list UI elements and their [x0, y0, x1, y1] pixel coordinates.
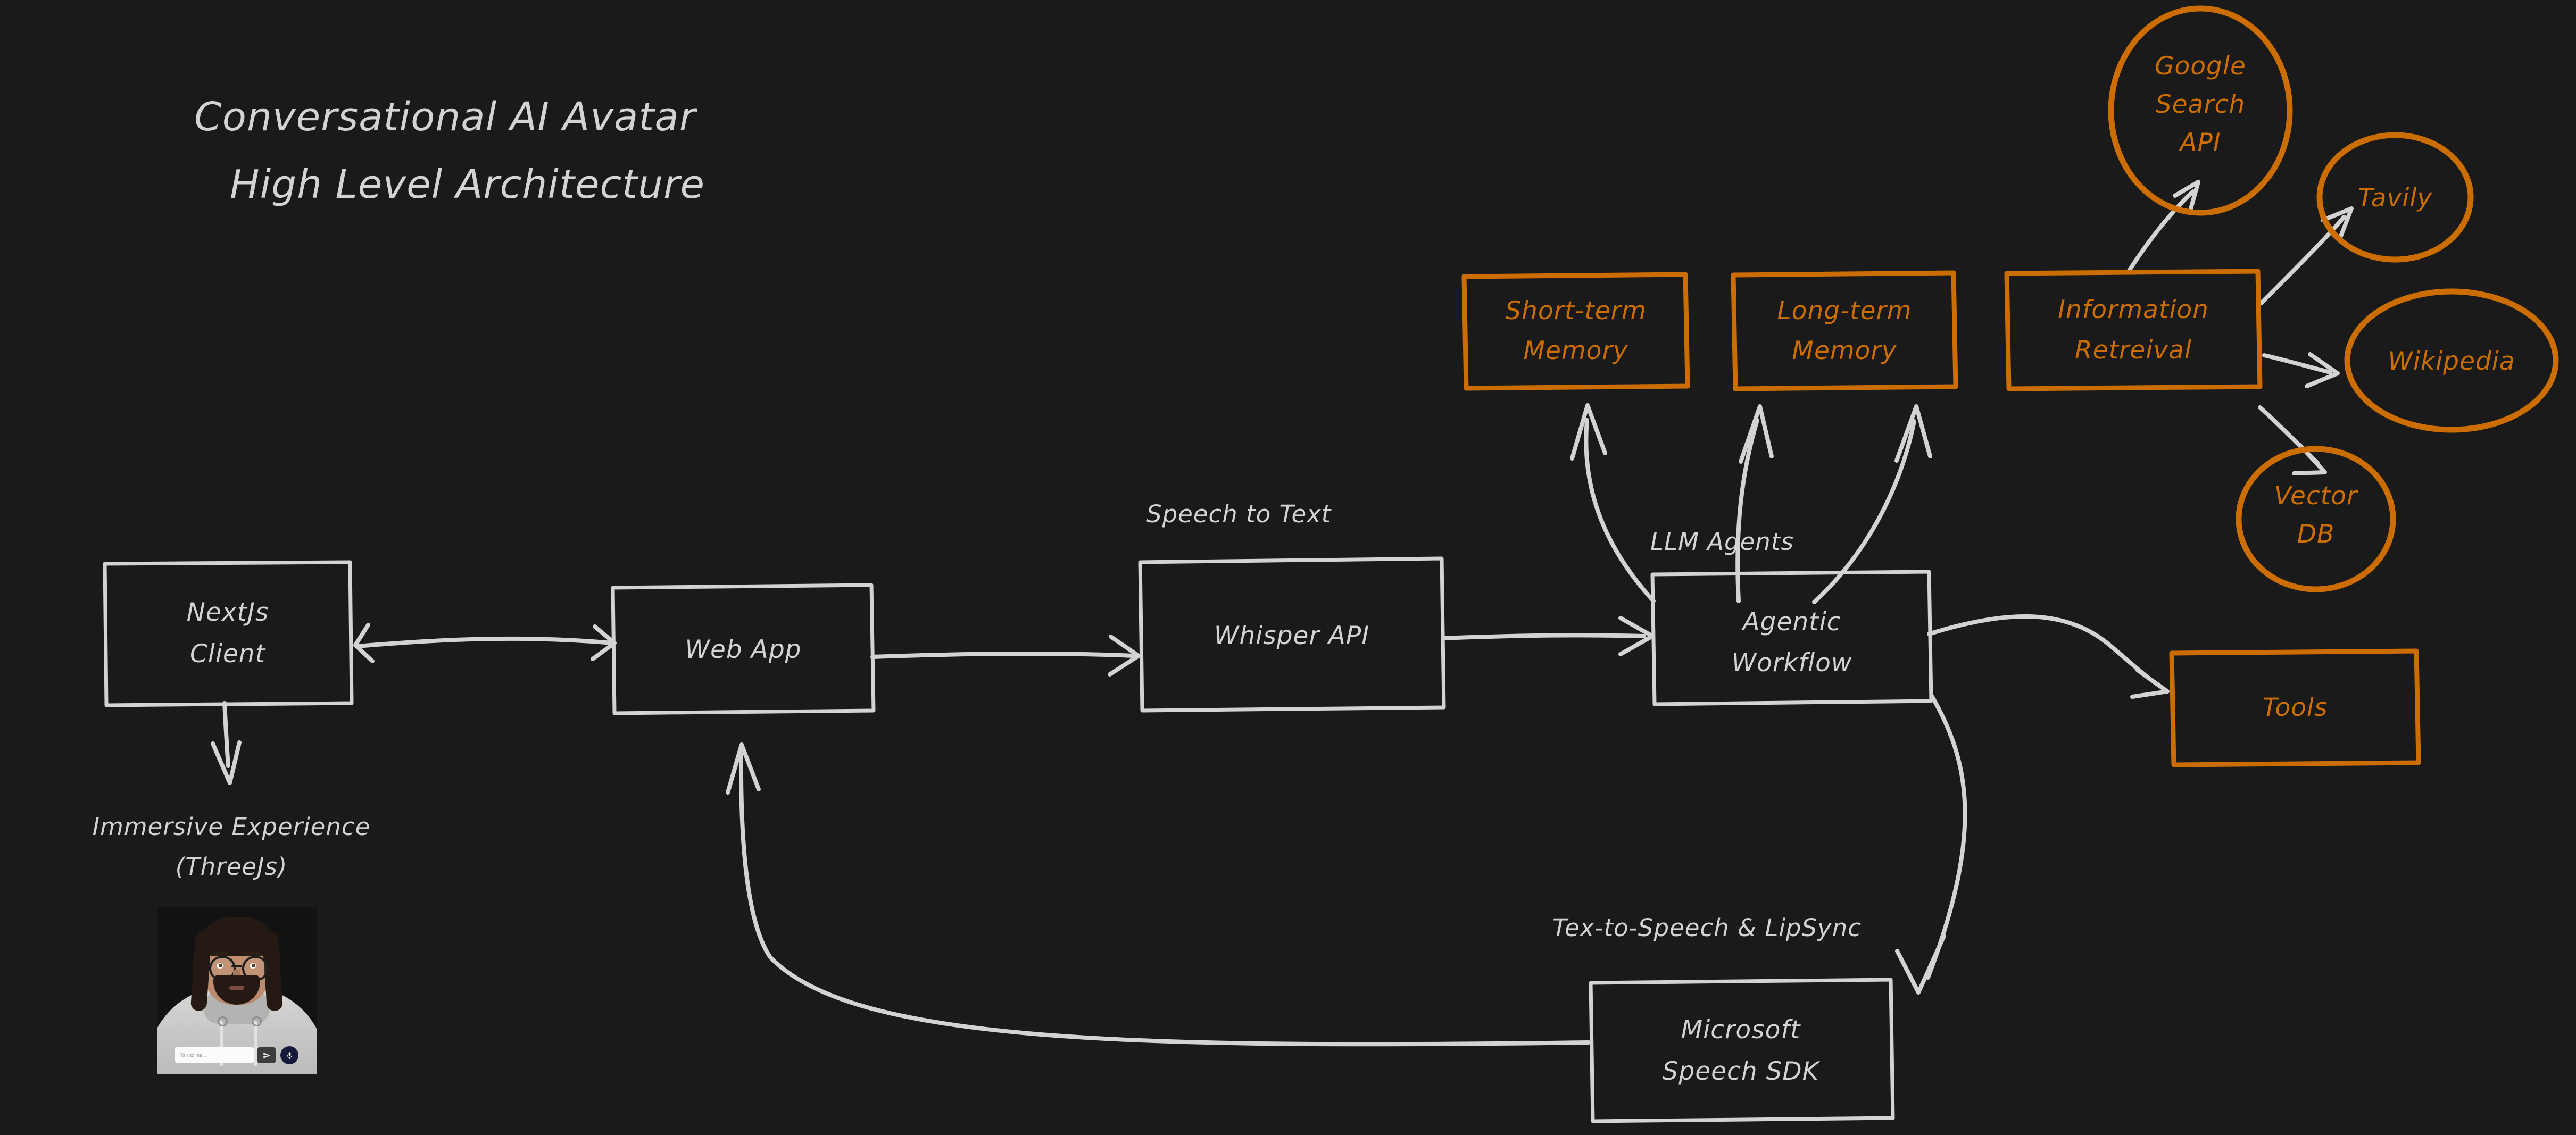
microphone-button[interactable] — [280, 1046, 298, 1064]
node-google-search-api-label-1: Google — [2155, 52, 2246, 81]
edge-label-speech-to-text: Speech to Text — [1146, 500, 1332, 528]
avatar-hoodie-eyelet-left — [218, 1016, 228, 1026]
node-google-search-api-label-3: API — [2178, 128, 2221, 157]
node-vector-db-label-1: Vector — [2274, 481, 2358, 511]
page-title-line1: Conversational AI Avatar — [194, 94, 698, 140]
node-wikipedia-label: Wikipedia — [2388, 347, 2515, 376]
edge-agentic-tools — [1927, 614, 2170, 699]
node-microsoft-speech-sdk-label-2: Speech SDK — [1663, 1057, 1821, 1086]
avatar-moustache — [225, 976, 248, 982]
node-whisper-api[interactable]: Whisper API — [1138, 556, 1446, 713]
edge-nextjs-immersive — [211, 701, 242, 785]
node-web-app-label: Web App — [685, 635, 802, 664]
node-long-term-memory-label-2: Memory — [1792, 336, 1897, 365]
microphone-icon — [287, 1051, 292, 1059]
edge-inforetrieval-google — [2126, 180, 2200, 274]
node-long-term-memory-label-1: Long-term — [1777, 296, 1912, 326]
arrow-head-icon — [2305, 352, 2340, 388]
arrow-head-icon — [1108, 635, 1141, 677]
node-google-search-api[interactable]: Google Search API — [2108, 5, 2293, 216]
caption-immersive-line2: (ThreeJs) — [176, 853, 288, 881]
send-paper-plane-icon — [263, 1052, 270, 1058]
node-tools[interactable]: Tools — [2169, 648, 2421, 767]
node-agentic-workflow[interactable]: Agentic Workflow — [1650, 570, 1933, 706]
avatar-chat-bar: Talk to me... — [175, 1046, 298, 1064]
arrow-head-icon — [2173, 180, 2200, 211]
page-title-line2: High Level Architecture — [230, 162, 705, 207]
edge-whisper-agentic — [1441, 616, 1655, 656]
talk-to-me-input[interactable]: Talk to me... — [175, 1047, 254, 1063]
node-microsoft-speech-sdk-label-1: Microsoft — [1681, 1015, 1801, 1045]
arrow-head-icon — [2130, 668, 2170, 699]
node-vector-db[interactable]: Vector DB — [2236, 446, 2396, 592]
arrow-head-icon — [1739, 404, 1774, 464]
node-agentic-workflow-label-1: Agentic — [1741, 607, 1841, 637]
node-web-app[interactable]: Web App — [611, 583, 876, 715]
node-microsoft-speech-sdk[interactable]: Microsoft Speech SDK — [1589, 978, 1895, 1123]
avatar-mouth — [229, 986, 244, 990]
arrow-head-icon — [2292, 443, 2327, 475]
avatar-glasses-bridge — [231, 965, 242, 967]
avatar-hair-top — [201, 917, 273, 956]
node-google-search-api-label-2: Search — [2156, 90, 2246, 119]
arrow-head-icon — [211, 740, 242, 785]
caption-immersive-line1: Immersive Experience — [93, 813, 371, 841]
arrow-head-icon — [2321, 206, 2354, 238]
node-tavily[interactable]: Tavily — [2316, 132, 2474, 263]
edge-speechsdk-webapp — [726, 742, 1591, 1047]
node-nextjs-client-label-2: Client — [190, 639, 266, 669]
edge-webapp-whisper — [870, 635, 1141, 677]
node-information-retrieval-label-2: Retreival — [2075, 336, 2192, 365]
node-wikipedia[interactable]: Wikipedia — [2344, 288, 2559, 433]
arrow-head-icon — [726, 742, 761, 795]
node-vector-db-label-2: DB — [2297, 520, 2334, 549]
node-information-retrieval[interactable]: Information Retreival — [2004, 269, 2263, 391]
arrow-head-icon — [1894, 404, 1932, 463]
arrow-head-icon — [1895, 934, 1946, 995]
edge-label-llm-agents: LLM Agents — [1650, 528, 1794, 556]
arrow-head-icon — [353, 623, 375, 663]
avatar-hoodie-string-left — [220, 1021, 223, 1066]
node-short-term-memory-label-2: Memory — [1523, 336, 1628, 365]
node-whisper-api-label: Whisper API — [1214, 621, 1369, 650]
edge-inforetrieval-tavily — [2259, 206, 2354, 305]
node-short-term-memory-label-1: Short-term — [1505, 296, 1647, 326]
avatar-preview: Talk to me... — [157, 907, 317, 1074]
edge-agentic-inforetrieval — [1812, 404, 1932, 604]
edge-inforetrieval-wikipedia — [2262, 352, 2340, 388]
edge-agentic-speechsdk — [1895, 695, 1967, 995]
edges-layer — [211, 180, 2354, 1047]
node-agentic-workflow-label-2: Workflow — [1732, 648, 1852, 678]
edge-inforetrieval-vectordb — [2258, 405, 2327, 475]
node-information-retrieval-label-1: Information — [2058, 295, 2209, 324]
edge-nextjs-webapp — [353, 623, 617, 663]
node-short-term-memory[interactable]: Short-term Memory — [1461, 272, 1690, 391]
talk-to-me-placeholder: Talk to me... — [180, 1053, 206, 1058]
edge-agentic-shortterm — [1570, 403, 1656, 603]
edge-label-text-to-speech-lipsync: Tex-to-Speech & LipSync — [1552, 914, 1862, 942]
node-tavily-label: Tavily — [2358, 183, 2433, 213]
avatar-hoodie-eyelet-right — [252, 1016, 262, 1026]
node-nextjs-client-label-1: NextJs — [187, 598, 269, 627]
node-tools-label: Tools — [2263, 693, 2328, 722]
avatar-hoodie-string-right — [254, 1021, 257, 1066]
arrow-head-icon — [1570, 403, 1607, 461]
node-long-term-memory[interactable]: Long-term Memory — [1731, 270, 1958, 391]
node-nextjs-client[interactable]: NextJs Client — [103, 560, 354, 707]
edge-agentic-longterm — [1735, 404, 1774, 603]
send-button[interactable] — [257, 1047, 276, 1063]
